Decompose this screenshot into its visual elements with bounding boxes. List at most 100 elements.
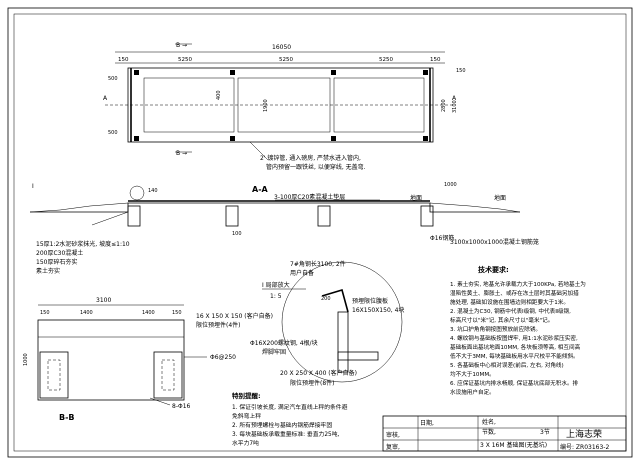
bolt-label: Φ16X200螺纹钢, 4根/块 [250, 339, 318, 347]
special-item: 3. 每块基础板承载重量标准: 垂直力25吨, [232, 430, 339, 438]
pit-opening-3 [333, 77, 425, 133]
name-label: 姓名, [482, 418, 496, 426]
section-bb-title: B-B [59, 413, 75, 422]
ramp-right [429, 202, 521, 213]
dim-3100: 3100 [452, 100, 458, 113]
section-b-marker-bottom: B → [176, 150, 187, 157]
dim-2800: 2800 [441, 99, 447, 112]
detail-callout-label: I [32, 183, 34, 190]
section-bb: 3100 150 1400 1400 150 1000 16 X 150 X 1… [23, 297, 273, 422]
tech-item: 基础板面出基坑地面10MM, 各块板须等高, 相互间高 [450, 343, 581, 351]
tech-item: 1. 素土夯实, 地基允许承载力大于100KPa, 若地基土为 [450, 280, 586, 288]
plan-view: B → B → 16050 150 5250 5250 5250 150 A A… [103, 42, 466, 171]
section-aa: A-A 3-100厚C20素混凝土垫层 I 140 1000 地面 地面 100… [29, 182, 539, 275]
ground-profile [30, 202, 520, 213]
section-b-marker-top: B → [176, 42, 187, 49]
section-a-right: A [452, 95, 457, 102]
detail-callout-circle [129, 185, 145, 201]
pier-right [153, 351, 183, 399]
check-label: 审核, [386, 431, 400, 439]
embed-plate [230, 70, 235, 75]
dim-100-bottom: 100 [232, 231, 242, 237]
embed-plate [230, 136, 235, 141]
dim-total: 16050 [272, 44, 291, 51]
tech-item: 2. 混凝土为C30, 钢筋中代表Ⅰ级钢, 中代表Ⅱ级钢, [450, 307, 571, 315]
embed-plate [331, 70, 336, 75]
embed-plate [423, 136, 428, 141]
pipe-leader [249, 141, 269, 161]
footing [420, 205, 434, 227]
dim-400: 400 [216, 90, 222, 100]
dim-span-2: 5250 [279, 57, 293, 63]
date-label: 日期, [420, 419, 434, 427]
dim-1400-b: 1400 [142, 310, 155, 316]
title-block-frame [382, 415, 627, 452]
plinth-label: 3100x1000x1000混凝土钢筋笼 [450, 238, 539, 246]
sheet-value: 3节 [540, 428, 550, 436]
tech-item: 施处理, 基础如设施在围墙边则相距要大于1米。 [450, 298, 569, 306]
drawing-number: 编号: ZR03163-2 [560, 443, 609, 451]
footing [317, 205, 331, 227]
embed-label: 20 X 250 X 400 (客户自备) [280, 369, 357, 377]
pipe-note-line1: 2' 镀锌管, 通入磅房, 严禁水进入管内, [260, 154, 361, 162]
plate-label: 预埋限位腹板 [352, 297, 388, 305]
embed-plate [134, 70, 139, 75]
detail-scale: 1: 5 [270, 293, 282, 300]
ground-label-mid: 地面 [410, 194, 422, 202]
sheet-label: 节数, [482, 428, 496, 436]
detail-title: I 局部放大 [262, 281, 290, 289]
special-reminders: 特别提醒: 1. 保证引坡长度, 满足汽车直线上秤的条件避 免斜弯上秤 2. 所… [232, 391, 348, 447]
tech-item: 湿陷性黄土、膨胀土、或存在冻土层时其基础另加措 [450, 289, 579, 297]
outer-border [7, 7, 633, 458]
bolt-sub: 焊脚牢固 [262, 348, 286, 356]
tech-title: 技术要求: [478, 265, 509, 274]
plate-label-bb: 16 X 150 X 150 (客户自备) [196, 312, 273, 320]
angle-steel-label: 7#角钢长3100, 2件 [290, 260, 346, 268]
tech-item: 4. 螺纹钢与基础板按图焊牢, 用1:1水泥砂浆压实密, [450, 334, 578, 342]
detail-i: I 局部放大 1: 5 7#角钢长3100, 2件 用户自备 200 预埋限位腹… [250, 260, 404, 387]
tech-item: 3. 坑口护角角钢按图预放前应除锈。 [450, 325, 541, 333]
layer-3: 150厚碎石夯实 [36, 258, 77, 266]
detail-circle [281, 261, 403, 383]
pier-left [39, 351, 69, 399]
dim-1400: 1400 [80, 310, 93, 316]
pit-opening-1 [143, 77, 235, 133]
pit-section [37, 319, 185, 401]
tech-item: 标高尺寸以"米"记, 其余尺寸以"毫米"记。 [450, 316, 553, 324]
embed-plate [423, 70, 428, 75]
angle-steel-sub: 用户自备 [290, 269, 314, 277]
footing [127, 205, 141, 227]
dim-1000-right: 1000 [444, 182, 457, 188]
special-item: 2. 所有预埋螺栓与基础内钢筋焊接牢固 [232, 421, 332, 429]
special-item: 1. 保证引坡长度, 满足汽车直线上秤的条件避 [232, 403, 348, 411]
dim-500-top: 500 [108, 76, 118, 82]
section-aa-slab-note: 3-100厚C20素混凝土垫层 [274, 193, 345, 201]
embed-plate [337, 351, 379, 361]
embed-plate [331, 136, 336, 141]
inner-border [13, 13, 627, 452]
tech-item: 均不大于10MM。 [450, 370, 495, 378]
section-a-left: A [103, 95, 108, 102]
dim-200: 200 [321, 296, 331, 302]
plate-sub-bb: 限位预埋件(4件) [196, 321, 241, 329]
embed-plate [134, 136, 139, 141]
pipe-note-line2: 管内预留一跟铁丝, 以便穿线, 无盖弯. [266, 163, 366, 171]
layer-4: 素土夯实 [36, 267, 60, 275]
tech-item: 6. 应保证基坑内排水畅顺, 保证基坑底部无积水。排 [450, 379, 579, 387]
layer-leader [91, 211, 129, 226]
angle-steel [321, 288, 349, 313]
tech-item: 水设施用户自定。 [450, 388, 495, 396]
dim-150-left: 150 [40, 310, 50, 316]
special-item: 水平力7吨 [232, 439, 259, 447]
rebar-label: Φ16钢筋 [430, 234, 454, 242]
rebar-label-bb: 8-Φ16 [172, 403, 191, 410]
footing [225, 205, 239, 227]
special-item: 免斜弯上秤 [232, 412, 261, 420]
ramp-left [29, 202, 129, 213]
rebar-cage-right [161, 359, 175, 391]
special-title: 特别提醒: [232, 391, 261, 400]
pipe-label-bb: Φ6@250 [210, 354, 236, 361]
title-block: 日期, 姓名, 节数, 3节 审核, 3 X 16M 基础图(无基坑) 复审, … [382, 415, 627, 452]
